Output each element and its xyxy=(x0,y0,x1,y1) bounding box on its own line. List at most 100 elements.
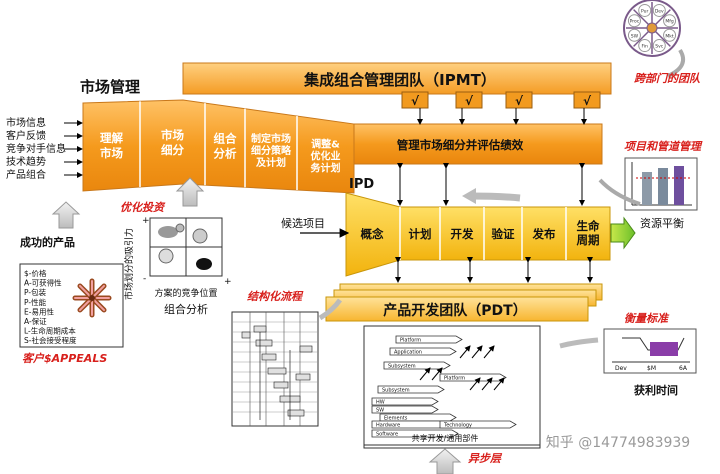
tech-layer-label: Platform xyxy=(400,338,421,344)
appeals-item: A-可获得性 xyxy=(24,278,62,288)
wheel-label: Fin xyxy=(642,44,649,50)
market-step-label: 分析 xyxy=(214,147,237,161)
struct-task xyxy=(241,331,251,339)
wheel-label: Dev xyxy=(655,8,664,14)
appeals-item: P-性能 xyxy=(24,297,47,307)
market-step-label: 细分 xyxy=(161,143,184,157)
wheel-node xyxy=(627,14,641,28)
ipd-phases: 概念计划开发验证发布生命周期 xyxy=(361,207,600,260)
wheel-arrow xyxy=(667,48,685,78)
struct-task xyxy=(261,353,277,361)
market-step-label: 理解 xyxy=(100,131,123,145)
market-step-label: 及计划 xyxy=(256,156,286,169)
pdt-title: 产品开发团队（PDT） xyxy=(383,302,526,319)
ipmt-checkpoints: √ √ √ √ xyxy=(401,91,601,109)
svg-text:-: - xyxy=(143,274,146,284)
checkpoint-mark: √ xyxy=(515,94,524,108)
market-step-label: 市场 xyxy=(161,128,184,142)
market-input-item: 产品组合 xyxy=(6,168,46,181)
tech-layer-label: Hardware xyxy=(376,423,400,429)
wheel-node xyxy=(663,28,677,42)
appeals-list: $-价格A-可获得性P-包装P-性能E-易用性A-保证L-生命周期成本S-社会接… xyxy=(24,268,77,345)
wheel-node xyxy=(652,39,666,53)
cross-dept-label: 跨部门的团队 xyxy=(634,72,701,85)
market-step-label: 务计划 xyxy=(311,161,341,174)
tech-layer-label: Elements xyxy=(384,416,408,422)
pipeline-arrow xyxy=(598,178,641,206)
candidate-label: 候选项目 xyxy=(281,216,325,230)
struct-arrow xyxy=(318,298,343,321)
market-input-item: 技术趋势 xyxy=(6,155,46,168)
market-step-label: 调整& xyxy=(311,137,340,150)
market-step-label: 组合 xyxy=(214,132,237,146)
tech-arrow xyxy=(459,345,471,359)
checkpoint-box xyxy=(455,91,483,109)
tech-layer-label: Platform xyxy=(444,376,465,382)
checkpoint-box xyxy=(505,91,533,109)
market-funnel xyxy=(82,99,355,194)
success-product-label: 成功的产品 xyxy=(20,235,75,249)
ipd-phase-label: 计划 xyxy=(409,227,432,241)
ipd-lifecycle-label: 周期 xyxy=(577,233,600,247)
tech-arrow xyxy=(483,345,495,359)
measure-arrow xyxy=(559,337,599,349)
wheel-node xyxy=(638,39,652,53)
checkpoint-box xyxy=(401,91,429,109)
market-step-label: 市场 xyxy=(100,146,123,160)
wheel-node xyxy=(627,28,641,42)
manage-bar xyxy=(353,123,603,165)
portfolio-x-axis: 方案的竞争位置 xyxy=(154,287,217,299)
measure-chart: Dev $M 6A xyxy=(603,328,697,374)
checkpoint-mark: √ xyxy=(465,94,474,108)
tech-layer xyxy=(383,361,451,370)
tech-platform-diagram: PlatformApplicationSubsystemPlatformSubs… xyxy=(363,325,541,449)
appeals-item: $-价格 xyxy=(24,268,47,278)
appeals-star xyxy=(72,278,112,318)
portfolio-caption: 组合分析 xyxy=(164,302,208,316)
appeals-box xyxy=(19,263,124,348)
resource-balance-label: 资源平衡 xyxy=(640,216,684,230)
ipd-lifecycle-label: 生命 xyxy=(577,219,600,233)
tech-arrow xyxy=(481,377,493,391)
checkpoint-mark: √ xyxy=(411,94,420,108)
market-input-item: 竞争对手信息 xyxy=(6,142,66,155)
tech-layer xyxy=(395,335,463,344)
tech-layer xyxy=(439,420,517,429)
struct-task xyxy=(267,367,287,375)
wheel-label: Pur xyxy=(641,8,648,14)
ipmt-title: 集成组合管理团队（IPMT） xyxy=(303,71,496,89)
ipd-title: IPD xyxy=(349,177,374,192)
portfolio-y-axis: 市场划分的吸引力 xyxy=(123,228,135,300)
ipmt-bar: 集成组合管理团队（IPMT） xyxy=(182,62,612,95)
async-label: 异步层 xyxy=(468,452,503,465)
appeals-item: L-生命周期成本 xyxy=(24,326,76,336)
pdt-bars xyxy=(325,283,603,322)
ipmt-arrows xyxy=(417,108,587,125)
tech-arrow xyxy=(431,367,443,381)
checkpoint-mark: √ xyxy=(583,94,592,108)
appeals-item: P-包装 xyxy=(24,287,47,297)
success-arrow xyxy=(51,201,81,229)
customer-appeals-label: 客户$APPEALS xyxy=(22,352,107,365)
tech-arrow xyxy=(419,367,431,381)
appeals-item: A-保证 xyxy=(24,317,47,326)
ipd-band xyxy=(399,206,611,261)
ipd-phase-label: 验证 xyxy=(492,227,515,241)
tech-layer-label: Subsystem xyxy=(388,364,416,370)
tech-layer xyxy=(371,397,439,406)
tech-arrow xyxy=(493,377,505,391)
checkpoint-box xyxy=(573,91,601,109)
tech-layer xyxy=(379,413,457,422)
wheel-node xyxy=(652,3,666,17)
ipd-arrows xyxy=(397,163,585,206)
structured-process-label: 结构化流程 xyxy=(247,290,304,303)
pdt-arrows xyxy=(395,257,593,283)
tech-layer-label: Technology xyxy=(443,423,472,429)
tech-arrow xyxy=(469,377,481,391)
ipd-phase-label: 开发 xyxy=(451,227,474,241)
market-input-item: 市场信息 xyxy=(6,116,46,129)
appeals-item: S-社会接受程度 xyxy=(24,335,77,345)
